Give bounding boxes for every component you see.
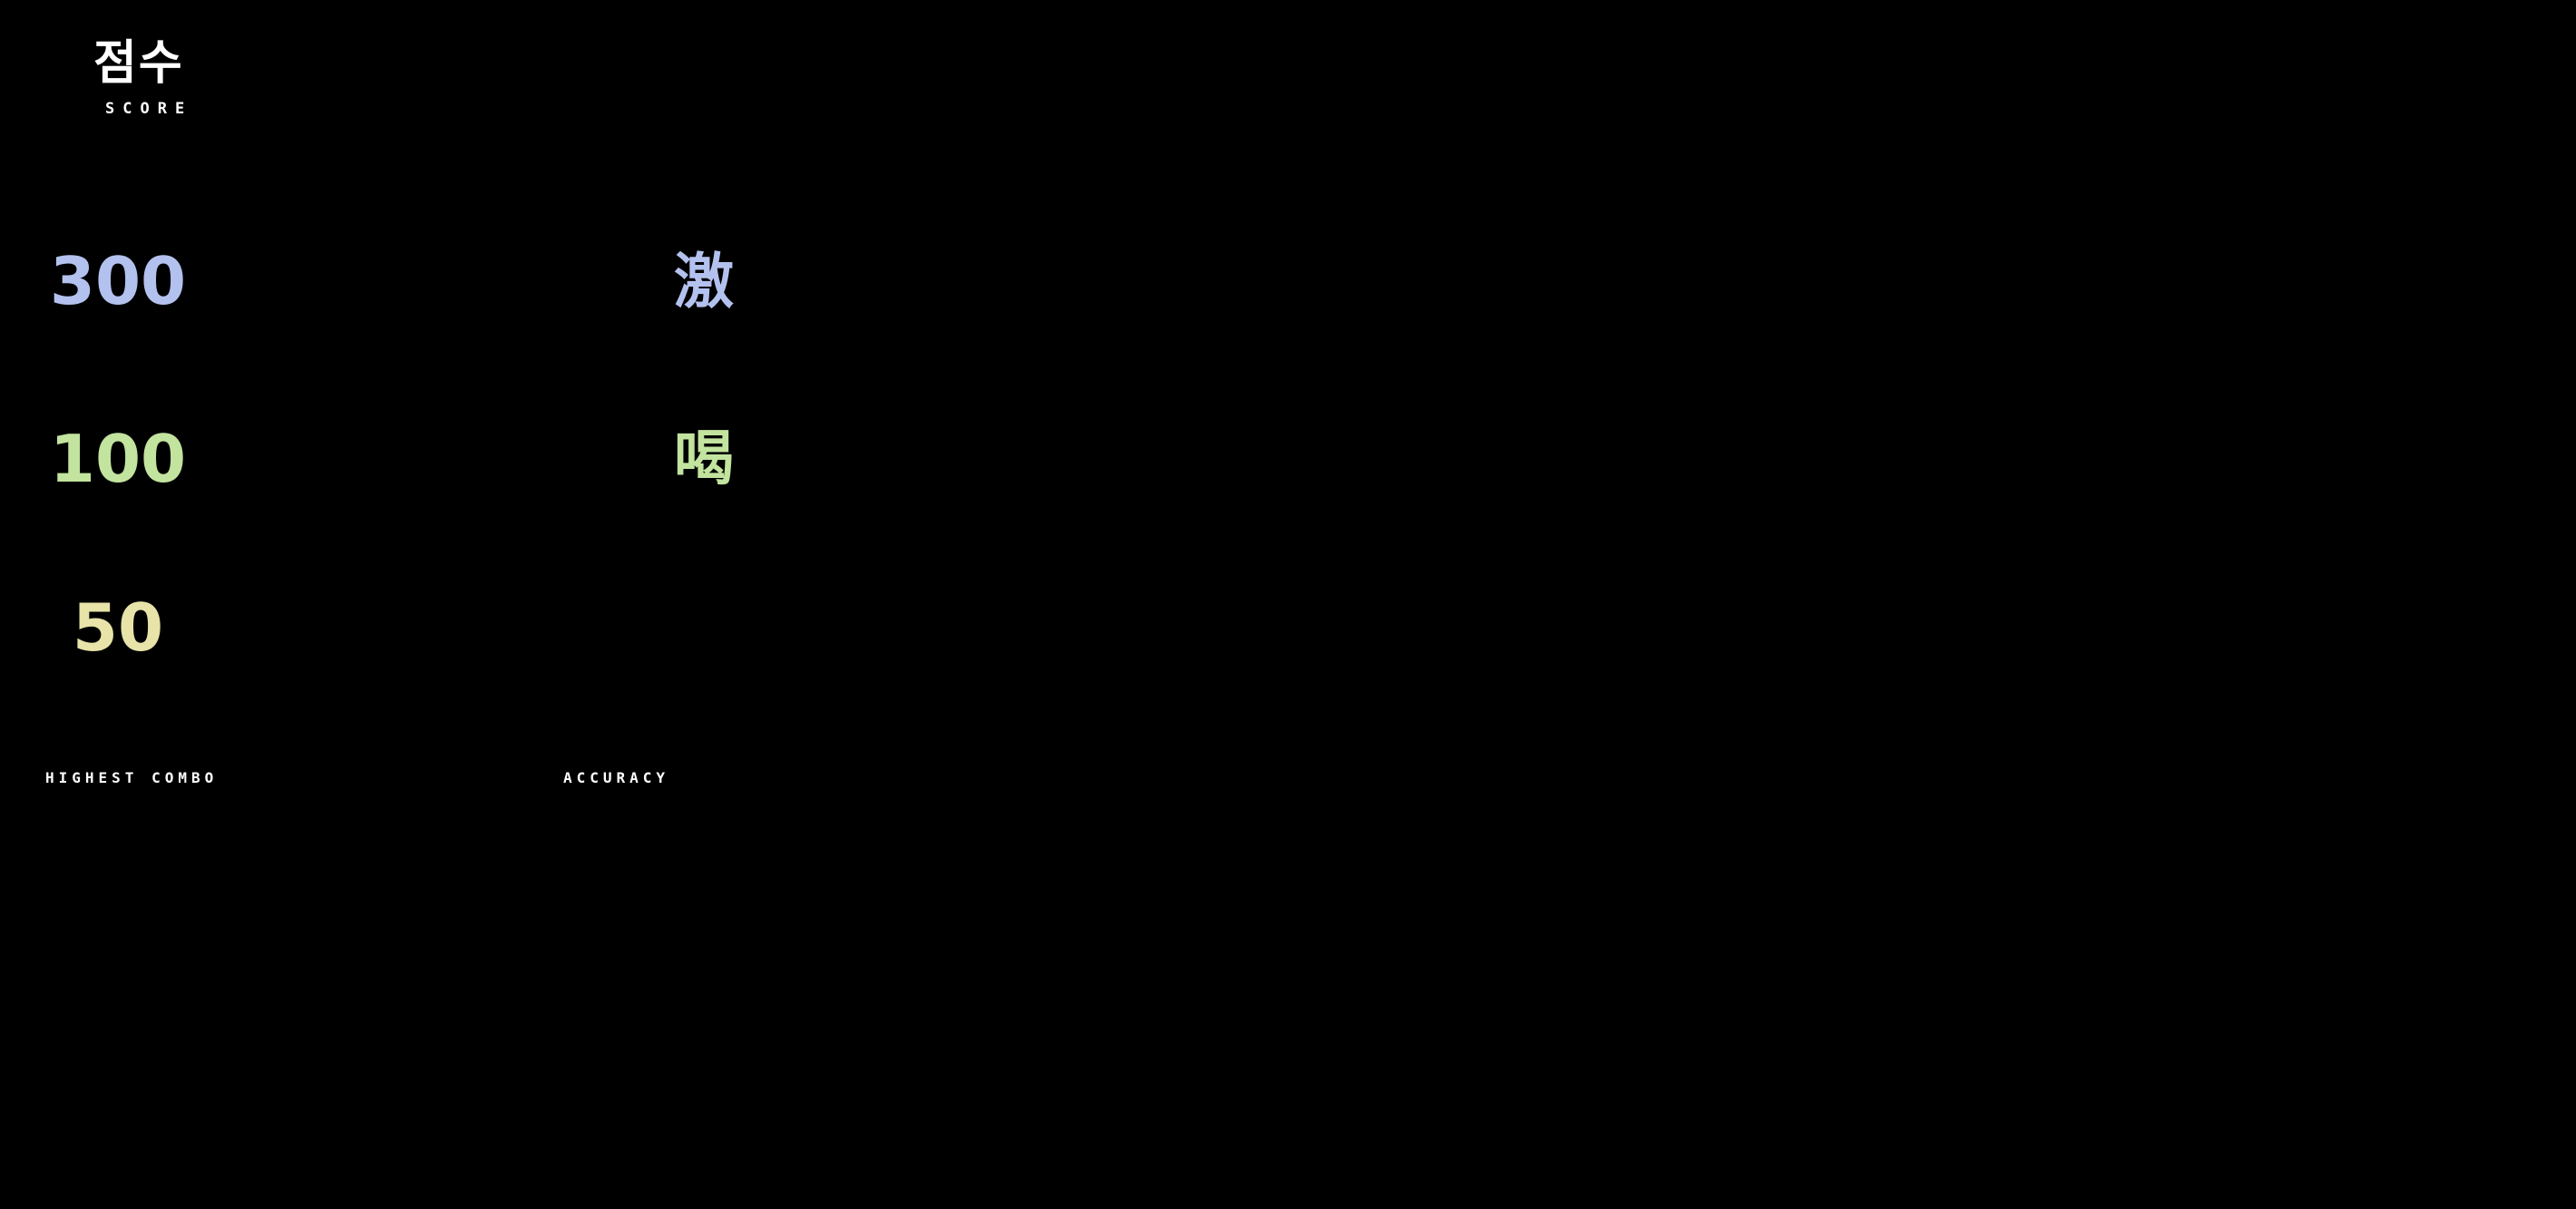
score-title-korean: 점수 [93,36,184,91]
judgment-300-label: 300 [49,243,187,319]
judgment-geki-kanji: 激 [674,247,734,317]
highest-combo-label: HIGHEST COMBO [45,769,219,786]
accuracy-label: ACCURACY [563,769,670,786]
judgment-50-label: 50 [72,590,164,666]
score-title-english: SCORE [105,100,193,118]
judgment-katsu-kanji: 喝 [674,424,734,493]
judgment-100-label: 100 [49,421,187,497]
